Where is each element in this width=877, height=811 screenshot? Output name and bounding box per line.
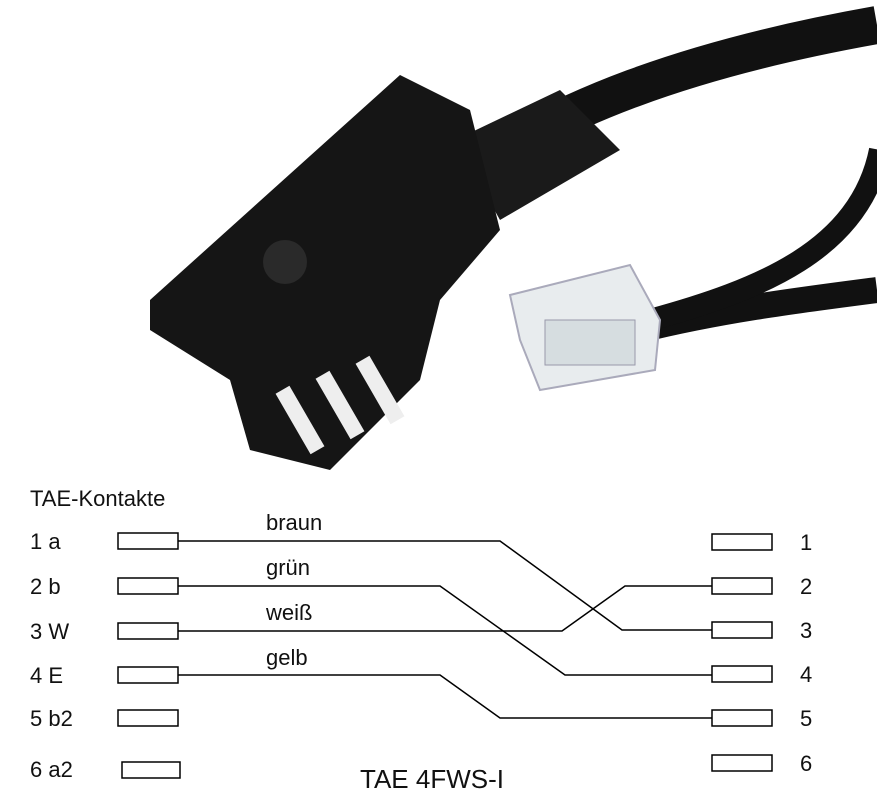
rj11-plug [508,263,662,392]
right-contacts [711,533,773,772]
left-pin-label: 4 E [30,663,64,688]
left-pin-label: 2 b [30,574,61,599]
left-contact-6 [121,761,181,779]
left-contact-1 [117,532,179,550]
right-pin-label: 3 [800,618,813,643]
wire-weiss [178,585,712,632]
tae-plug [150,75,500,470]
diagram-heading: TAE-Kontakte [30,486,166,511]
right-pin-label: 1 [800,530,813,555]
left-contact-4 [117,666,179,684]
right-contact-6 [711,754,773,772]
left-contact-3 [117,622,179,640]
right-contact-5 [711,709,773,727]
wire-label-gelb: gelb [266,645,308,670]
right-pin-label: 5 [800,706,813,731]
right-contact-3 [711,621,773,639]
right-pin-label: 6 [800,751,813,776]
left-pin-label: 6 a2 [30,757,73,782]
left-contact-2 [117,577,179,595]
left-contacts [117,532,181,779]
wire-label-gruen: grün [266,555,311,580]
right-contact-1 [711,533,773,551]
wire-label-braun: braun [266,510,323,535]
left-contact-5 [117,709,179,727]
wire-label-weiss: weiß [266,600,313,625]
wire-braun [178,540,712,631]
right-pin-label: 2 [800,574,813,599]
right-contact-4 [711,665,773,683]
product-photo [150,6,877,470]
left-pin-label: 1 a [30,529,61,554]
right-pin-label: 4 [800,662,813,687]
cable [455,6,877,343]
wire-gelb [178,674,712,719]
diagram-caption: TAE 4FWS-I [360,764,504,794]
left-pin-label: 3 W [30,619,70,644]
right-contact-2 [711,577,773,595]
left-pin-label: 5 b2 [30,706,73,731]
